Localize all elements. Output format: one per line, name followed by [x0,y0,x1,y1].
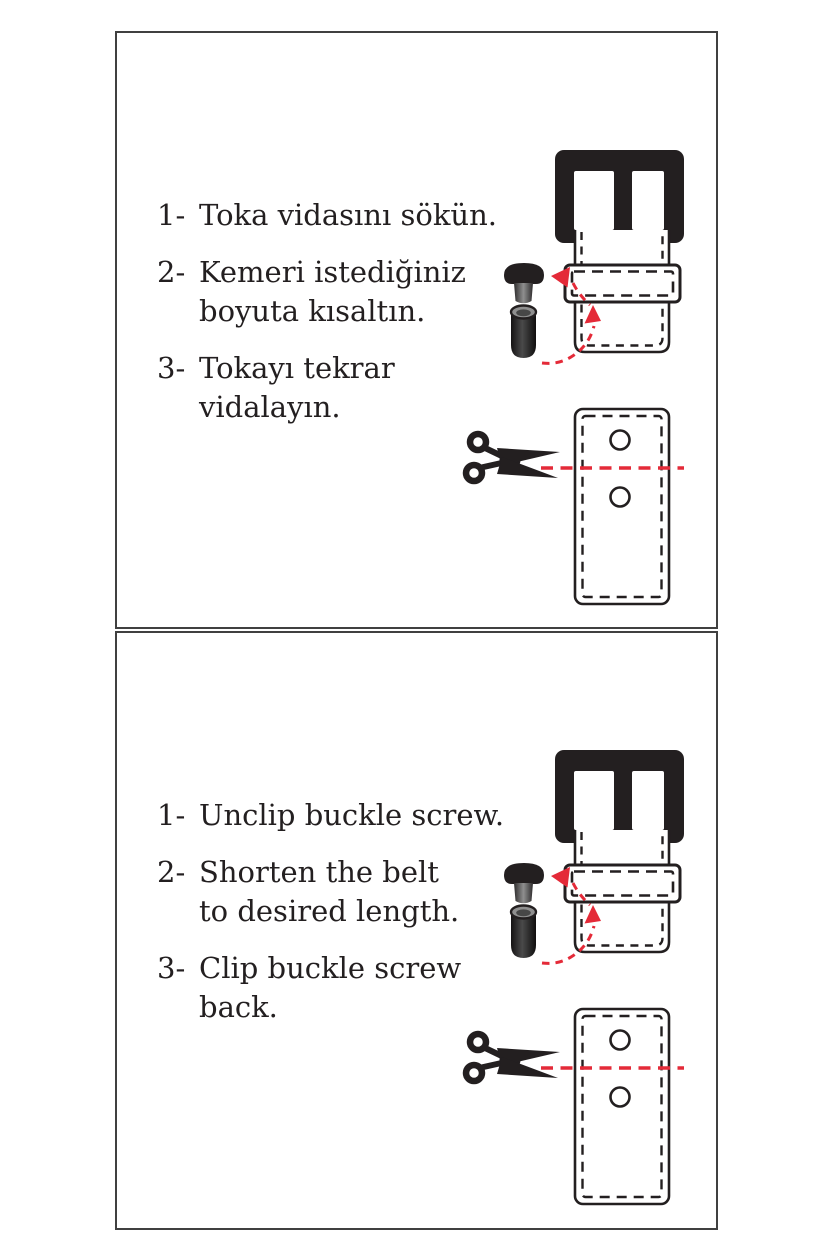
scissors-cut-line-icon [442,402,692,612]
step-text: Unclip buckle screw. [199,798,505,832]
step-number: 1- [157,798,186,832]
step-text: Toka vidasını sökün. [199,198,497,232]
step-number: 3- [157,351,186,385]
instruction-step: 1- Toka vidasını sökün. [157,196,497,235]
belt-buckle-screw-icon [498,142,698,372]
step-number: 2- [157,855,186,889]
instruction-list-english: 1- Unclip buckle screw. 2- Shorten the belt… [157,796,504,1045]
instruction-step: 1- Unclip buckle screw. [157,796,504,835]
scissors-cut-line-icon [442,1002,692,1212]
panel-turkish-instructions: 1- Toka vidasını sökün. 2- Kemeri istediğin… [115,31,718,629]
instruction-list-turkish: 1- Toka vidasını sökün. 2- Kemeri istediğin… [157,196,497,445]
belt-buckle-screw-icon [498,742,698,972]
panel-english-instructions: 1- Unclip buckle screw. 2- Shorten the belt… [115,631,718,1230]
step-number: 3- [157,951,186,985]
step-number: 1- [157,198,186,232]
step-number: 2- [157,255,186,289]
